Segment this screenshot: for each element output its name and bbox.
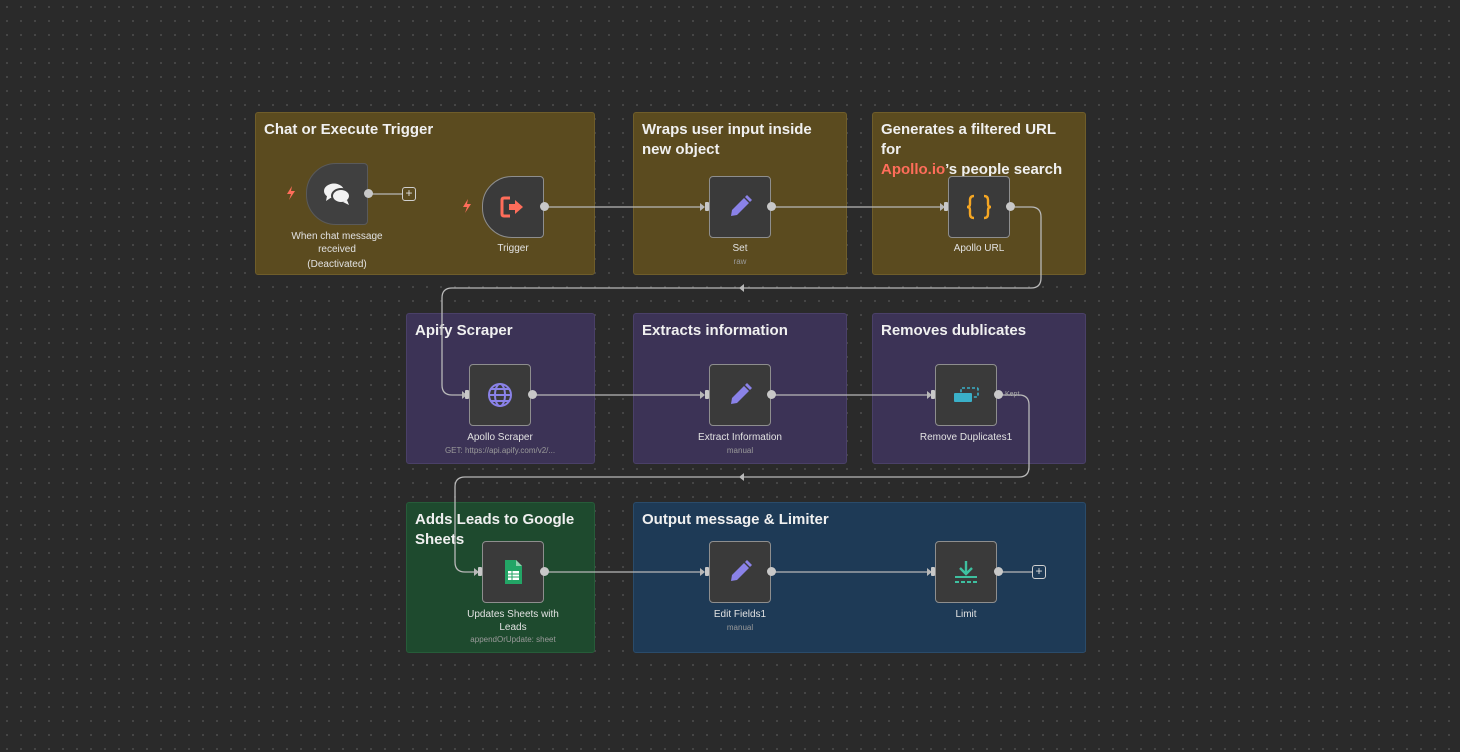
node-edit-fields[interactable] (709, 541, 771, 603)
node-label-chat: When chat message received (291, 231, 383, 255)
dedupe-icon (954, 387, 979, 402)
globe-icon (488, 383, 512, 407)
node-label-apollo-scraper: Apollo Scraper (467, 432, 533, 443)
sign-out-icon (500, 196, 523, 218)
note-title: Adds Leads to Google Sheets (415, 511, 575, 548)
google-sheets-icon (505, 560, 522, 584)
note-title-line1: Generates a filtered URL for (881, 121, 1056, 158)
node-status-deactivated: (Deactivated) (307, 259, 367, 270)
arrow-apollo-url-in (940, 203, 945, 211)
node-label-remove-dup: Remove Duplicates1 (919, 432, 1013, 443)
arrow-extract-in (700, 391, 705, 399)
apollo-link-text: Apollo.io (881, 161, 946, 178)
chat-bubbles-icon (324, 183, 351, 205)
set-input-port[interactable] (705, 202, 709, 211)
apollo-scraper-output-port[interactable] (528, 390, 537, 399)
note-title: Extracts information (642, 322, 788, 339)
apollo-url-output-port[interactable] (1006, 202, 1015, 211)
trigger-bolt-icon (463, 199, 471, 213)
node-remove-duplicates[interactable] (935, 364, 997, 426)
trigger-bolt-icon (287, 186, 295, 200)
node-sub-edit-fields: manual (726, 623, 754, 632)
node-limit[interactable] (935, 541, 997, 603)
arrow-edit-fields-in (700, 568, 705, 576)
set-output-port[interactable] (767, 202, 776, 211)
note-title: Apify Scraper (415, 322, 513, 339)
node-sub-set: raw (733, 257, 747, 266)
arrow-set-in (700, 203, 705, 211)
node-label-edit-fields: Edit Fields1 (713, 609, 767, 620)
arrow-return-mid-1 (739, 284, 744, 292)
node-updates-sheets[interactable] (482, 541, 544, 603)
arrow-sheets-in (474, 568, 479, 576)
node-sub-sheets: appendOrUpdate: sheet (470, 635, 556, 644)
edit-fields-input-port[interactable] (705, 567, 709, 576)
limit-input-port[interactable] (931, 567, 935, 576)
edit-fields-output-port[interactable] (767, 567, 776, 576)
apollo-scraper-input-port[interactable] (465, 390, 469, 399)
kept-output-label: Kept (1005, 391, 1020, 398)
chat-output-port[interactable] (364, 189, 373, 198)
limit-output-port[interactable] (994, 567, 1003, 576)
note-title-rest: ’s people search (945, 161, 1063, 178)
node-set[interactable] (709, 176, 771, 238)
note-output-message-limiter[interactable]: Output message & Limiter (633, 502, 1086, 653)
node-sub-apollo-scraper: GET: https://api.apify.com/v2/... (444, 446, 556, 455)
node-sub-extract: manual (726, 446, 754, 455)
node-extract-information[interactable] (709, 364, 771, 426)
note-title: Chat or Execute Trigger (264, 121, 434, 138)
arrow-remove-dup-in (927, 391, 932, 399)
node-apollo-scraper[interactable] (469, 364, 531, 426)
remove-dup-output-port[interactable] (994, 390, 1003, 399)
node-label-trigger: Trigger (497, 243, 529, 254)
node-label-sheets: Updates Sheets with Leads (467, 609, 559, 633)
sheets-output-port[interactable] (540, 567, 549, 576)
limit-add-node-button[interactable]: + (1032, 565, 1046, 579)
note-title: Wraps user input inside new object (642, 121, 812, 158)
node-label-limit: Limit (955, 609, 977, 620)
node-label-extract: Extract Information (698, 432, 782, 443)
node-apollo-url[interactable] (948, 176, 1010, 238)
limit-icon (955, 561, 977, 583)
note-title: Removes dublicates (881, 322, 1027, 339)
pencil-icon (731, 195, 752, 216)
extract-input-port[interactable] (705, 390, 709, 399)
sheets-input-port[interactable] (478, 567, 482, 576)
remove-dup-input-port[interactable] (931, 390, 935, 399)
arrow-limit-in (927, 568, 932, 576)
node-label-set: Set (732, 243, 748, 254)
extract-output-port[interactable] (767, 390, 776, 399)
apollo-url-input-port[interactable] (944, 202, 948, 211)
node-when-chat-message-received[interactable] (306, 163, 368, 225)
pencil-icon (731, 560, 752, 581)
trigger-output-port[interactable] (540, 202, 549, 211)
node-trigger[interactable] (482, 176, 544, 238)
arrow-return-mid-2 (739, 473, 744, 481)
chat-add-node-button[interactable]: + (402, 187, 416, 201)
node-label-apollo-url: Apollo URL (953, 243, 1005, 254)
arrow-scraper-in (462, 391, 467, 399)
pencil-icon (731, 383, 752, 404)
curly-braces-icon (966, 194, 992, 220)
note-title: Output message & Limiter (642, 511, 829, 528)
